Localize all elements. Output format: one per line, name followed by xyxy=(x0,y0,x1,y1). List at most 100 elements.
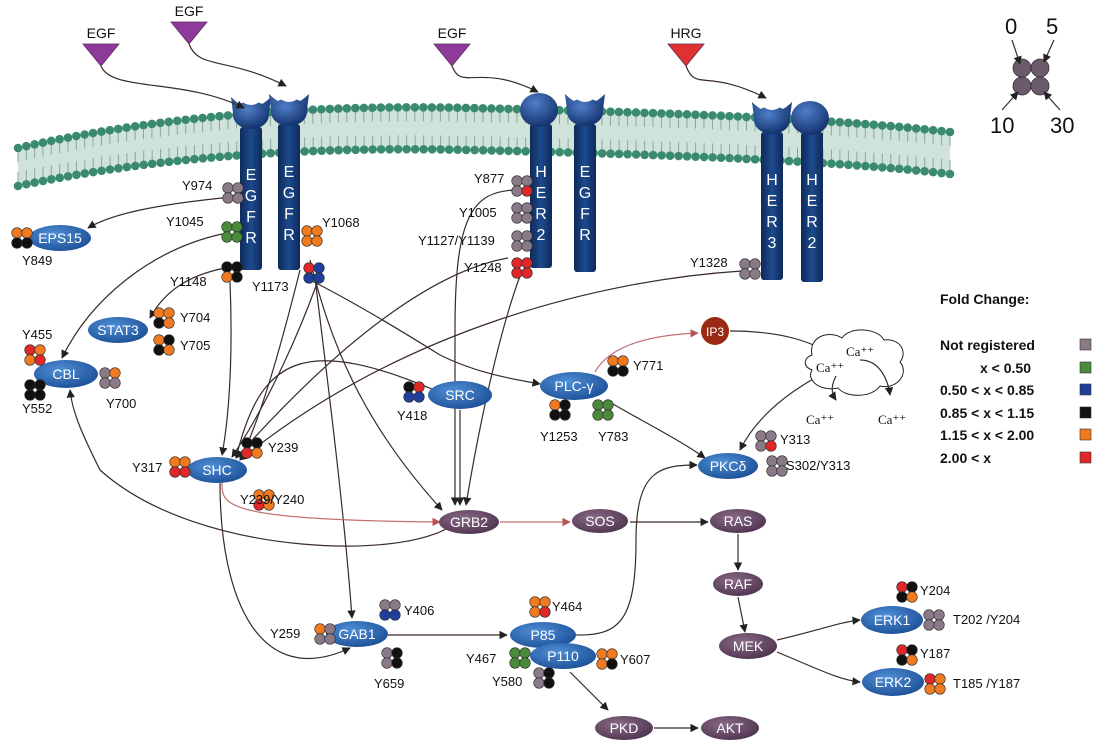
lipid-head xyxy=(912,124,921,133)
legend-swatch xyxy=(1080,452,1091,463)
lipid-head xyxy=(106,126,115,135)
node-grb2: GRB2 xyxy=(439,510,499,534)
node-label: GRB2 xyxy=(450,514,488,530)
receptor-label-letter: H xyxy=(535,164,547,181)
phosphosite-dot xyxy=(35,390,46,401)
phosphosite-dot xyxy=(512,203,523,214)
lipid-head xyxy=(156,158,165,167)
phosphosite-dot xyxy=(522,268,533,279)
calcium-label: Ca⁺⁺ xyxy=(846,344,874,359)
site-label: T202 /Y204 xyxy=(953,612,1020,627)
phosphosite-dot xyxy=(756,441,767,452)
node-label: ERK2 xyxy=(875,674,912,690)
ligand-hrg-4: HRG xyxy=(668,25,766,98)
receptor-her2-6: HER2 xyxy=(791,101,829,282)
lipid-head xyxy=(394,145,403,154)
lipid-head xyxy=(309,105,318,114)
lipid-head xyxy=(72,132,81,141)
receptor-label-letter: R xyxy=(766,214,778,231)
phosphosite-glyph xyxy=(597,649,618,670)
lipid-head xyxy=(844,161,853,170)
legend-swatch xyxy=(1080,384,1091,395)
phosphosite-glyph xyxy=(315,624,336,645)
legend-swatch xyxy=(1080,339,1091,350)
pathway-arrow xyxy=(88,197,232,228)
lipid-head xyxy=(266,149,275,158)
phosphosite-dot xyxy=(530,607,541,618)
lipid-head xyxy=(309,147,318,156)
phosphosite-dot xyxy=(593,400,604,411)
phosphosite-dot xyxy=(540,597,551,608)
lipid-head xyxy=(929,126,938,135)
lipid-head xyxy=(215,112,224,121)
phosphosite-glyph xyxy=(222,222,243,243)
pathway-arrow xyxy=(570,672,608,710)
receptor-label-letter: F xyxy=(284,206,294,223)
phosphosite-dot xyxy=(180,457,191,468)
lipid-head xyxy=(394,103,403,112)
lipid-head xyxy=(453,103,462,112)
phosphosite-dot xyxy=(233,183,244,194)
lipid-head xyxy=(742,155,751,164)
phosphosite-dot xyxy=(618,366,629,377)
phosphosite-dot xyxy=(544,678,555,689)
legend-swatch xyxy=(1080,429,1091,440)
phosphosite-dot xyxy=(534,668,545,679)
phosphosite-dot xyxy=(597,649,608,660)
phosphosite-glyph xyxy=(512,203,533,224)
ligand-binding-arrow xyxy=(189,44,286,86)
phosphosite-dot xyxy=(512,268,523,279)
phosphosite-dot xyxy=(925,674,936,685)
lipid-head xyxy=(742,113,751,122)
lipid-head xyxy=(836,118,845,127)
lipid-head xyxy=(853,119,862,128)
pathway-arrow xyxy=(738,597,745,632)
phosphosite-dot xyxy=(924,610,935,621)
node-mek: MEK xyxy=(719,633,777,659)
ligand-triangle xyxy=(434,44,470,66)
phosphosite-glyph xyxy=(25,380,46,401)
lipid-head xyxy=(683,110,692,119)
receptor-label-letter: E xyxy=(246,167,257,184)
phosphosite-dot xyxy=(512,176,523,187)
receptor-label-letter: E xyxy=(807,193,818,210)
lipid-head xyxy=(326,105,335,114)
phosphosite-glyph xyxy=(242,438,263,459)
lipid-head xyxy=(123,163,132,172)
phosphosite-dot xyxy=(522,186,533,197)
phosphosite-dot xyxy=(766,431,777,442)
phosphosite-dot xyxy=(164,345,175,356)
ligand-egf-2: EGF xyxy=(171,3,286,86)
phosphosite-glyph xyxy=(12,228,33,249)
time-key-arrow xyxy=(1044,40,1054,62)
phosphosite-dot xyxy=(35,380,46,391)
lipid-head xyxy=(360,104,369,113)
lipid-head xyxy=(148,160,157,169)
node-label: P85 xyxy=(531,627,556,643)
phosphosite-dot xyxy=(935,684,946,695)
phosphosite-glyph xyxy=(593,400,614,421)
lipid-head xyxy=(47,175,56,184)
phosphosite-dot xyxy=(560,400,571,411)
time-key-arrow xyxy=(1002,92,1018,110)
site-label: Y1328 xyxy=(690,255,728,270)
lipid-head xyxy=(470,146,479,155)
phosphosite-dot xyxy=(750,259,761,270)
lipid-head xyxy=(122,123,131,132)
site-label: Y204 xyxy=(920,583,950,598)
lipid-head xyxy=(836,160,845,169)
receptor-label-letter: E xyxy=(580,164,591,181)
receptor-label-letter: 2 xyxy=(808,235,817,252)
receptor-domain xyxy=(791,101,829,135)
site-label: Y1248 xyxy=(464,260,502,275)
site-label: Y849 xyxy=(22,253,52,268)
site-label: Y455 xyxy=(22,327,52,342)
receptor-label-letter: G xyxy=(283,185,295,202)
phosphosite-dot xyxy=(766,441,777,452)
site-label: Y239 xyxy=(268,440,298,455)
phosphosite-dot xyxy=(924,620,935,631)
phosphosite-dot xyxy=(170,467,181,478)
lipid-head xyxy=(513,105,522,114)
lipid-head xyxy=(946,128,955,137)
